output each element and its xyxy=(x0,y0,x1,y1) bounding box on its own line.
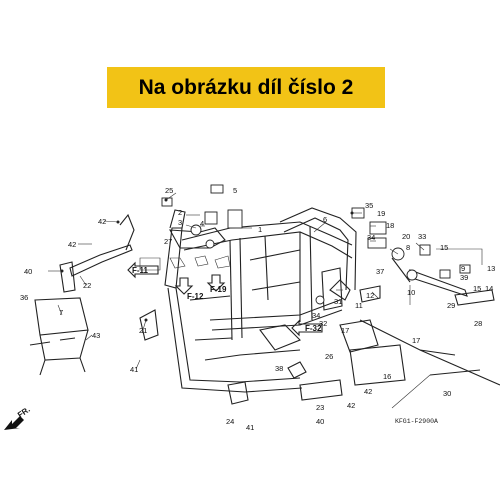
part-label-34b: 34 xyxy=(367,233,375,242)
part-label-12: 12 xyxy=(366,291,374,300)
part-label-10: 10 xyxy=(407,288,415,297)
ref-arrow-f32: F-32 xyxy=(291,319,323,337)
part-label-41a: 41 xyxy=(130,365,138,374)
main-frame xyxy=(164,207,357,393)
part-label-28: 28 xyxy=(474,319,482,328)
part-label-42c: 42 xyxy=(364,387,372,396)
part-label-31: 31 xyxy=(334,297,342,306)
part-label-42a: 42 xyxy=(98,217,106,226)
part-label-38: 38 xyxy=(275,364,283,373)
ref-label-f19: F-19 xyxy=(210,285,227,294)
part-label-25: 25 xyxy=(165,186,173,195)
part-label-3: 3 xyxy=(178,218,182,227)
diagram-code: KFG1-F2900A xyxy=(395,418,438,425)
part-label-7: 7 xyxy=(59,308,63,317)
part-label-29: 29 xyxy=(447,301,455,310)
part-label-1: 1 xyxy=(258,225,262,234)
part-label-39: 39 xyxy=(460,273,468,282)
part-label-15a: 15 xyxy=(440,243,448,252)
part-label-34a: 34 xyxy=(312,311,320,320)
part-label-17b: 17 xyxy=(412,336,420,345)
part-label-37: 37 xyxy=(376,267,384,276)
part-label-27: 27 xyxy=(164,237,172,246)
ref-label-f12: F-12 xyxy=(187,292,204,301)
ref-label-f32: F-32 xyxy=(305,324,322,333)
part-label-5: 5 xyxy=(233,186,237,195)
part-label-18: 18 xyxy=(386,221,394,230)
ref-arrow-f11: F-11 xyxy=(127,261,159,279)
part-label-20: 20 xyxy=(402,232,410,241)
part-label-6: 6 xyxy=(323,215,327,224)
part-label-24: 24 xyxy=(226,417,234,426)
part-label-36: 36 xyxy=(20,293,28,302)
part-number-labels: 1 2 3 4 5 6 7 8 9 10 11 12 13 14 15 15 1… xyxy=(20,186,495,432)
part-label-4: 4 xyxy=(200,219,204,228)
part-label-35: 35 xyxy=(365,201,373,210)
part-label-14: 14 xyxy=(485,284,493,293)
direction-label: FR. xyxy=(16,405,32,420)
ref-arrow-f19: F-19 xyxy=(206,274,227,294)
front-direction-arrow: FR. xyxy=(4,405,32,430)
part-label-16: 16 xyxy=(383,372,391,381)
part-label-8: 8 xyxy=(406,243,410,252)
part-label-21: 21 xyxy=(139,326,147,335)
ref-arrow-f12: F-12 xyxy=(174,277,204,301)
part-label-26: 26 xyxy=(325,352,333,361)
front-stay-assembly xyxy=(29,213,135,376)
part-label-2: 2 xyxy=(178,208,182,217)
part-label-13: 13 xyxy=(487,264,495,273)
part-label-9: 9 xyxy=(461,264,465,273)
part-label-42d: 42 xyxy=(347,401,355,410)
part-label-32: 32 xyxy=(319,319,327,328)
part-label-17a: 17 xyxy=(341,326,349,335)
part-label-23: 23 xyxy=(316,403,324,412)
part-label-19: 19 xyxy=(377,209,385,218)
leader-lines xyxy=(48,192,483,409)
ref-label-f11: F-11 xyxy=(132,266,149,275)
part-label-33: 33 xyxy=(418,232,426,241)
part-label-40b: 40 xyxy=(316,417,324,426)
part-label-22: 22 xyxy=(83,281,91,290)
part-label-42b: 42 xyxy=(68,240,76,249)
lower-brackets xyxy=(139,309,343,405)
banner-text: Na obrázku díl číslo 2 xyxy=(138,75,354,99)
part-label-43: 43 xyxy=(92,331,100,340)
part-label-41b: 41 xyxy=(246,423,254,432)
part-label-30: 30 xyxy=(443,389,451,398)
part-banner: Na obrázku díl číslo 2 xyxy=(107,67,385,108)
part-label-40a: 40 xyxy=(24,267,32,276)
ignition-switch-parts xyxy=(139,184,243,271)
anchor-dots xyxy=(60,198,354,322)
part-label-11: 11 xyxy=(355,301,363,310)
part-label-15b: 15 xyxy=(473,284,481,293)
